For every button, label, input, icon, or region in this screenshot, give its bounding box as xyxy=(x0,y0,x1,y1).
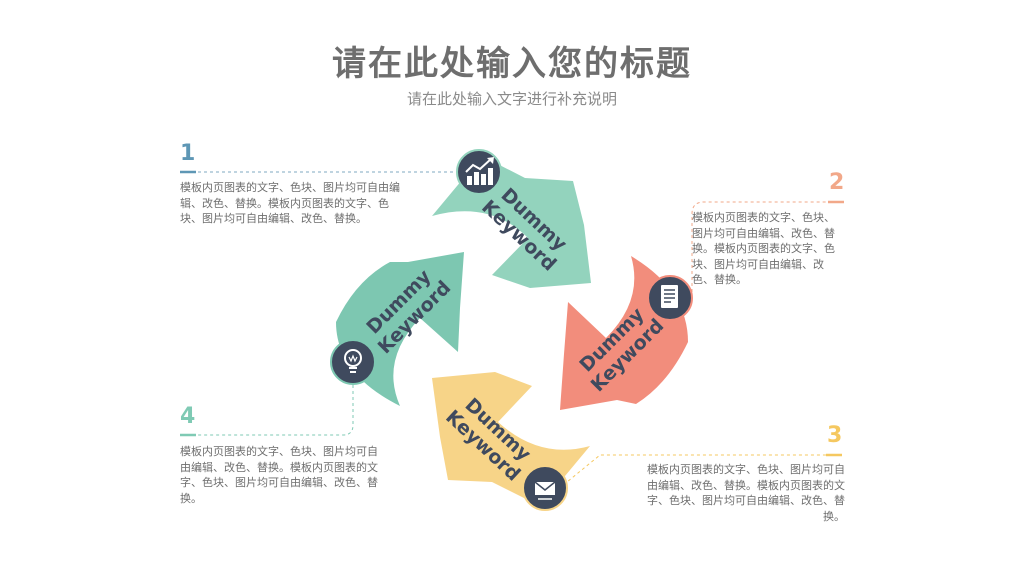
step-description-1: 模板内页图表的文字、色块、图片均可自由编辑、改色、替换。模板内页图表的文字、色块… xyxy=(180,181,400,225)
step-description-3: 模板内页图表的文字、色块、图片均可自由编辑、改色、替换。模板内页图表的文字、色块… xyxy=(647,463,845,523)
step-description-2: 模板内页图表的文字、色块、图片均可自由编辑、改色、替换。模板内页图表的文字、色块… xyxy=(692,211,835,286)
page-subtitle: 请在此处输入文字进行补充说明 xyxy=(406,90,617,108)
envelope-icon xyxy=(522,465,568,511)
lightbulb-icon xyxy=(330,339,376,385)
connector-line-2 xyxy=(691,201,844,298)
step-description-4: 模板内页图表的文字、色块、图片均可自由编辑、改色、替换。模板内页图表的文字、色块… xyxy=(180,445,378,505)
chart-icon xyxy=(456,149,502,195)
step-number-2: 2 xyxy=(829,170,845,195)
document-icon xyxy=(647,275,693,321)
connector-line-4 xyxy=(180,385,354,436)
page-title: 请在此处输入您的标题 xyxy=(332,44,692,84)
step-number-1: 1 xyxy=(180,141,196,166)
step-number-3: 3 xyxy=(827,423,843,448)
step-number-4: 4 xyxy=(180,404,196,429)
